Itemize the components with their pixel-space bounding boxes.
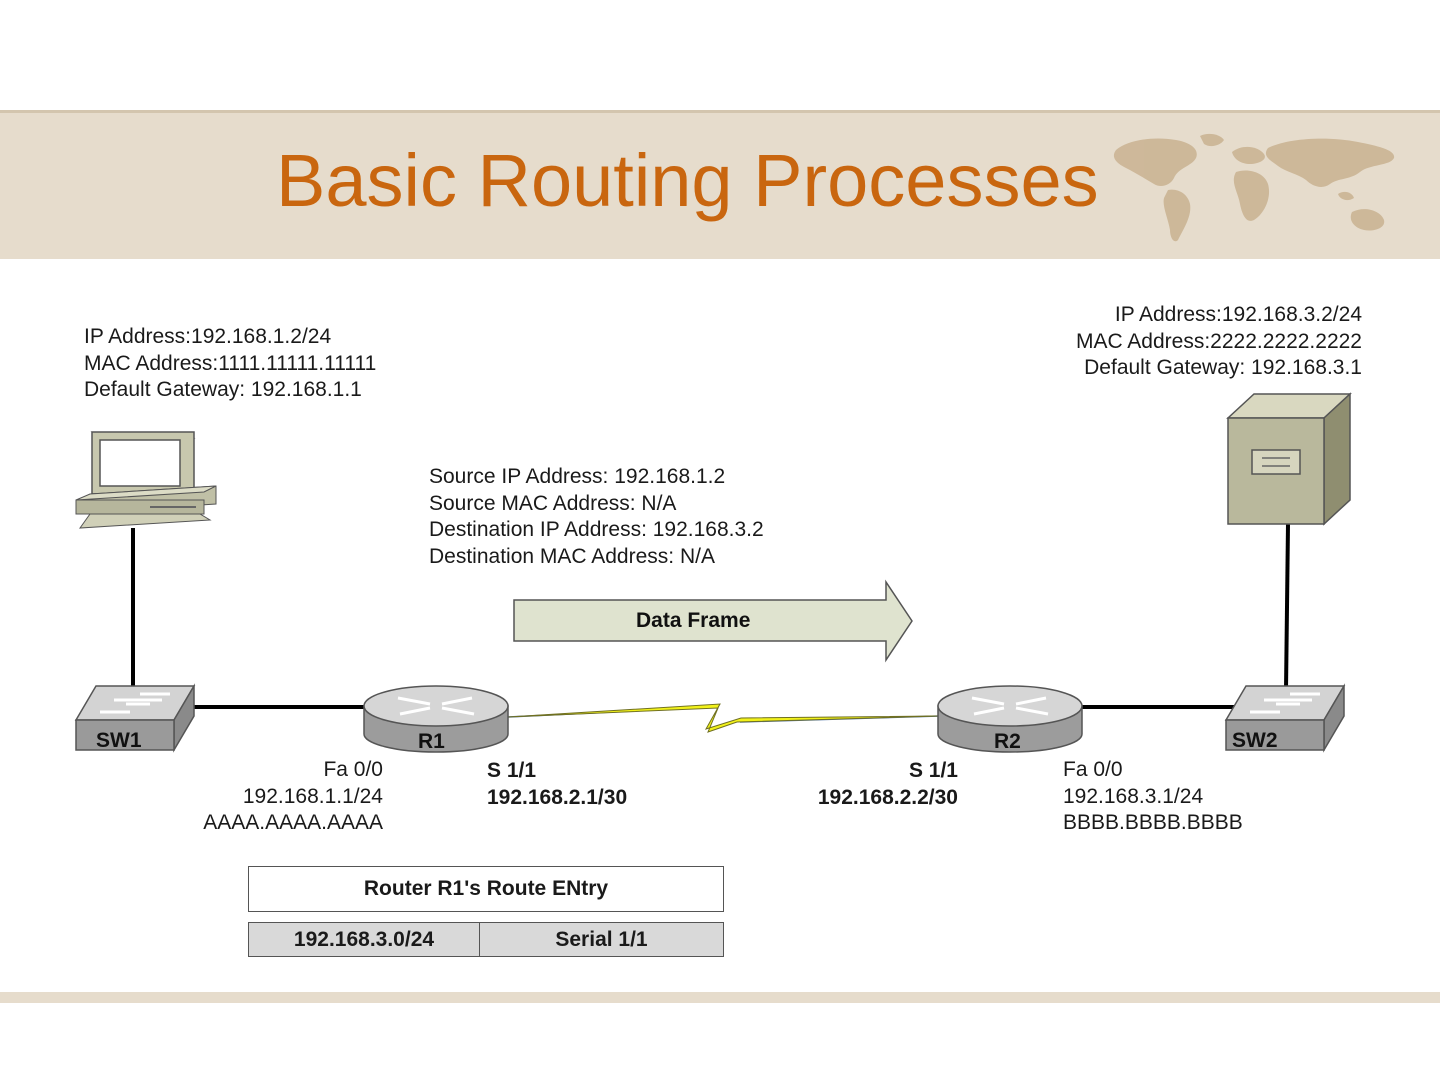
r2-fa-interface: Fa 0/0 192.168.3.1/24 BBBB.BBBB.BBBB bbox=[1063, 757, 1243, 837]
server-icon bbox=[1226, 392, 1352, 526]
sw2-label: SW2 bbox=[1232, 729, 1278, 752]
destination-ip: Destination IP Address: 192.168.3.2 bbox=[429, 518, 764, 541]
server-default-gateway: Default Gateway: 192.168.3.1 bbox=[1084, 356, 1362, 379]
lightning-bolt-icon bbox=[507, 703, 941, 733]
r2-serial-name: S 1/1 bbox=[908, 759, 958, 782]
r1-fa-name: Fa 0/0 bbox=[323, 758, 383, 781]
world-map-icon bbox=[1113, 133, 1395, 242]
pc-info: IP Address:192.168.1.2/24 MAC Address:11… bbox=[84, 324, 376, 404]
route-table-network: 192.168.3.0/24 bbox=[248, 922, 480, 957]
router-r2-icon bbox=[937, 685, 1083, 753]
pc-icon bbox=[75, 431, 217, 529]
r1-serial-name: S 1/1 bbox=[487, 759, 537, 782]
r1-serial-interface: S 1/1 192.168.2.1/30 bbox=[487, 758, 627, 811]
source-ip: Source IP Address: 192.168.1.2 bbox=[429, 465, 726, 488]
r2-fa-mac: BBBB.BBBB.BBBB bbox=[1063, 811, 1243, 834]
packet-info: Source IP Address: 192.168.1.2 Source MA… bbox=[429, 464, 764, 570]
route-table-header: Router R1's Route ENtry bbox=[248, 866, 724, 912]
r1-serial-ip: 192.168.2.1/30 bbox=[487, 785, 628, 809]
serial-link bbox=[507, 703, 941, 733]
switch-sw1-icon bbox=[74, 683, 196, 753]
router-r1-icon bbox=[363, 685, 509, 753]
pc-default-gateway: Default Gateway: 192.168.1.1 bbox=[84, 378, 362, 401]
r2-label: R2 bbox=[994, 730, 1021, 753]
server-sw2-cable bbox=[1284, 523, 1290, 691]
sw1-label: SW1 bbox=[96, 729, 142, 752]
pc-ip-address: IP Address:192.168.1.2/24 bbox=[84, 325, 332, 348]
bottom-band bbox=[0, 992, 1440, 1003]
data-frame-arrow bbox=[513, 579, 913, 663]
r2-serial-ip: 192.168.2.2/30 bbox=[817, 785, 958, 809]
r1-fa-ip: 192.168.1.1/24 bbox=[242, 784, 383, 808]
r2-fa-name: Fa 0/0 bbox=[1063, 758, 1123, 781]
destination-mac: Destination MAC Address: N/A bbox=[429, 544, 715, 568]
slide-title: Basic Routing Processes bbox=[276, 139, 1099, 222]
server-ip-address: IP Address:192.168.3.2/24 bbox=[1114, 303, 1362, 326]
server-mac-address: MAC Address:2222.2222.2222 bbox=[1075, 329, 1362, 353]
r1-fa-mac: AAAA.AAAA.AAAA bbox=[203, 811, 383, 834]
r2-fa-ip: 192.168.3.1/24 bbox=[1063, 784, 1204, 808]
title-band bbox=[0, 110, 1440, 259]
r1-label: R1 bbox=[418, 730, 445, 753]
source-mac: Source MAC Address: N/A bbox=[429, 491, 677, 515]
data-frame-label: Data Frame bbox=[636, 609, 750, 632]
pc-mac-address: MAC Address:1111.11111.11111 bbox=[84, 351, 377, 375]
r2-serial-interface: S 1/1 192.168.2.2/30 bbox=[818, 758, 958, 811]
switch-sw2-icon bbox=[1224, 683, 1346, 753]
server-info: IP Address:192.168.3.2/24 MAC Address:22… bbox=[1076, 302, 1362, 382]
route-table-interface: Serial 1/1 bbox=[479, 922, 724, 957]
r1-fa-interface: Fa 0/0 192.168.1.1/24 AAAA.AAAA.AAAA bbox=[203, 757, 383, 837]
